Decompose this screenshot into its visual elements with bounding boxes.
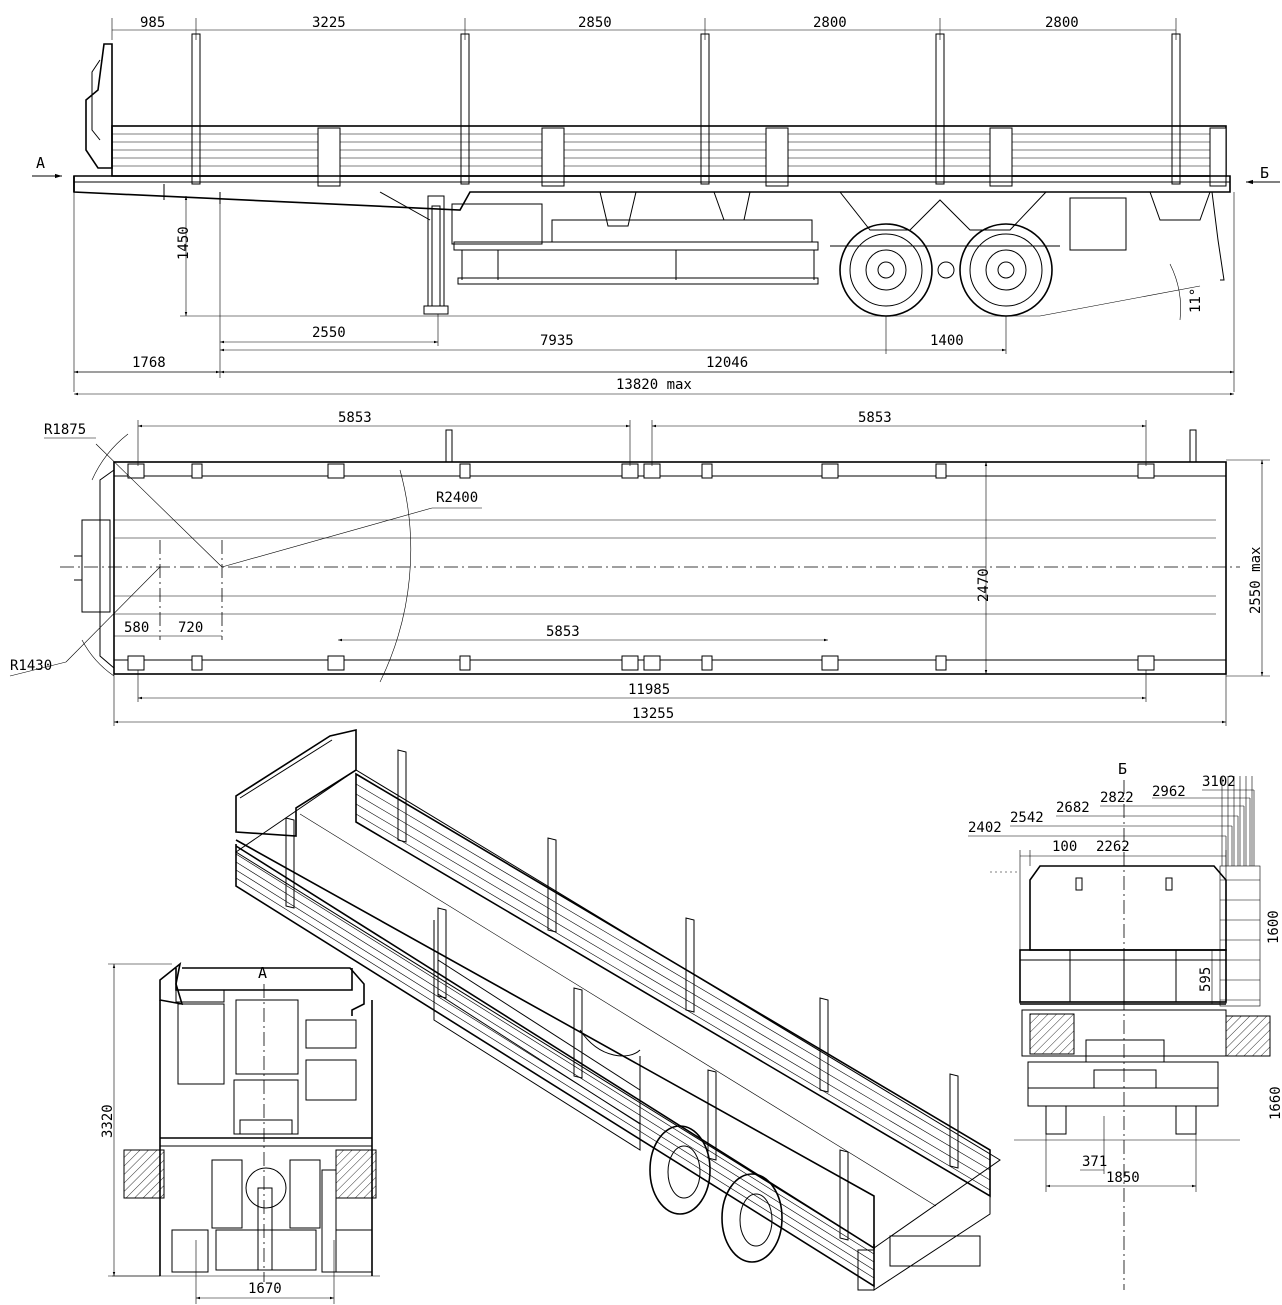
top-dim-5853-b: 5853 xyxy=(858,410,892,426)
dim-3225: 3225 xyxy=(312,15,346,31)
dim-720: 720 xyxy=(178,620,203,636)
rear-h-2682: 2682 xyxy=(1056,800,1090,816)
top-dim-5853-a: 5853 xyxy=(338,410,372,426)
dim-2850: 2850 xyxy=(578,15,612,31)
view-mark-b: Б xyxy=(1260,164,1269,182)
width-2550: 2550 max xyxy=(1248,547,1264,614)
dim-985: 985 xyxy=(140,15,165,31)
isometric-view xyxy=(235,728,1001,1291)
dim-2800-a: 2800 xyxy=(813,15,847,31)
front-track-1670: 1670 xyxy=(248,1281,282,1297)
rear-d371: 371 xyxy=(1082,1154,1107,1170)
rear-h-2542: 2542 xyxy=(1010,810,1044,826)
front-view: А 3320 xyxy=(100,962,380,1304)
rear-d1850: 1850 xyxy=(1106,1170,1140,1186)
side-view: 985 3225 2850 2800 2800 xyxy=(32,15,1280,396)
dim-12046: 12046 xyxy=(706,355,748,371)
view-mark-a: А xyxy=(36,154,45,172)
dim-1400: 1400 xyxy=(930,333,964,349)
width-2470: 2470 xyxy=(976,568,992,602)
dim-7935: 7935 xyxy=(540,333,574,349)
iso-wheel-2 xyxy=(721,1173,783,1263)
rear-h-3102: 3102 xyxy=(1202,774,1236,790)
front-height-3320: 3320 xyxy=(100,1104,116,1138)
dim-2550: 2550 xyxy=(312,325,346,341)
radius-r1430: R1430 xyxy=(10,658,52,674)
rear-h-2822: 2822 xyxy=(1100,790,1134,806)
dim-1450: 1450 xyxy=(176,226,192,260)
rear-wheel-1 xyxy=(839,223,933,317)
rear-d2262: 2262 xyxy=(1096,839,1130,855)
dim-13820: 13820 max xyxy=(616,377,692,393)
rear-h-2402: 2402 xyxy=(968,820,1002,836)
dim-1768: 1768 xyxy=(132,355,166,371)
rear-h-2962: 2962 xyxy=(1152,784,1186,800)
rear-d1660: 1660 xyxy=(1268,1086,1282,1120)
length-11985: 11985 xyxy=(628,682,670,698)
rear-view-mark: Б xyxy=(1118,760,1127,778)
radius-r2400: R2400 xyxy=(436,490,478,506)
rear-wheel-2 xyxy=(959,223,1053,317)
rear-view: Б 2402 2542 2682 2822 2962 3102 xyxy=(968,760,1282,1290)
rear-d595: 595 xyxy=(1198,967,1214,992)
dim-2800-b: 2800 xyxy=(1045,15,1079,31)
dim-580: 580 xyxy=(124,620,149,636)
front-view-mark: А xyxy=(258,964,267,982)
length-13255: 13255 xyxy=(632,706,674,722)
radius-r1875: R1875 xyxy=(44,422,86,438)
angle-11: 11° xyxy=(1188,288,1204,313)
rear-d1600: 1600 xyxy=(1266,910,1282,944)
top-view: 5853 5853 5853 R1875 R2400 R1430 580 720… xyxy=(9,410,1270,726)
iso-wheel-1 xyxy=(649,1125,711,1215)
rear-d100: 100 xyxy=(1052,839,1077,855)
mid-dim-5853: 5853 xyxy=(546,624,580,640)
